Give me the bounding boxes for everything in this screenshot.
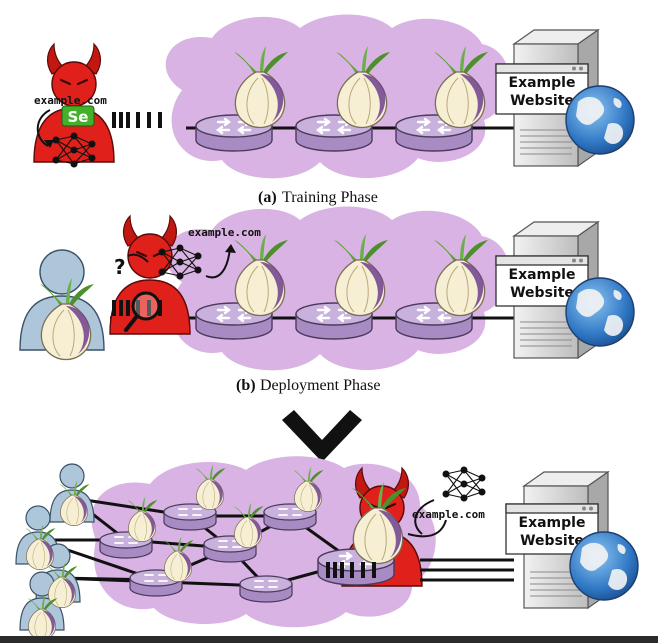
question-mark: ? [114,255,126,279]
selenium-label: Se [68,108,89,126]
website-label-line2: Website [510,93,574,109]
url-label: example.com [34,94,107,107]
arrow-icon [127,253,149,263]
bottom-border [0,636,658,643]
panel-a-caption: Training Phase [282,189,378,206]
panel-c-network: example.com Example Website [15,456,639,639]
panel-a-letter: (a) [258,189,277,206]
website-label-line1: Example [519,515,586,531]
arrow-head-icon [44,140,54,148]
curved-arrow-icon [205,247,231,279]
website-label-line2: Website [510,285,574,301]
panel-b-deployment: ? example.com Example Website (b) Deploy… [19,206,635,394]
arrow-head-icon [225,244,236,253]
chevron-down-icon [282,410,362,462]
panel-a-training: Se example.com Example Website (a) Train… [32,14,635,206]
website-label-line1: Example [509,267,576,283]
website-label-line1: Example [509,75,576,91]
curved-arrow-icon [36,109,51,147]
globe-icon [569,531,639,601]
tor-relay [239,575,293,603]
curved-arrow-icon [414,499,435,535]
arrow-icon [407,519,447,538]
url-label: example.com [412,508,485,521]
neural-network-icon [441,465,487,503]
panel-b-letter: (b) [236,377,256,394]
website-label-line2: Website [520,533,584,549]
traffic-pattern-icon [112,112,162,128]
panel-b-caption: Deployment Phase [260,377,380,394]
url-label: example.com [188,226,261,239]
selenium-icon: Se [61,105,95,127]
globe-icon [565,277,635,347]
magnifier-icon [124,291,161,332]
exit-links [420,558,514,582]
globe-icon [565,85,635,155]
